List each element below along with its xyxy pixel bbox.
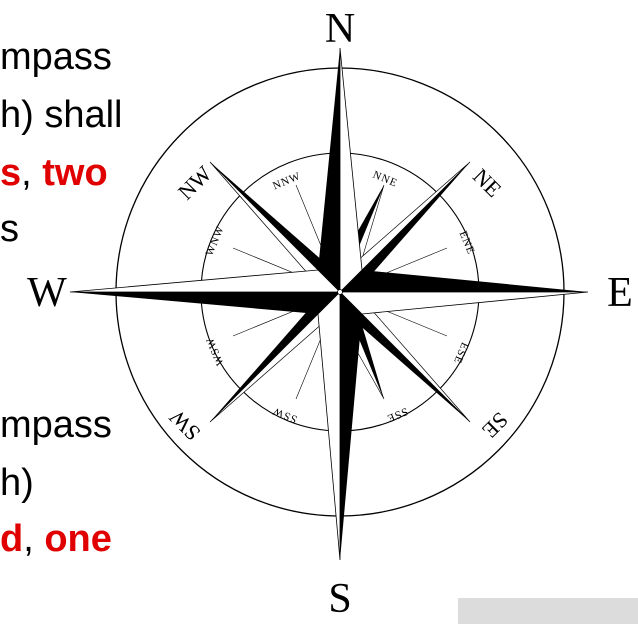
text-line-4: s (0, 208, 19, 250)
label-se: SE (477, 407, 513, 443)
label-south: S (328, 576, 351, 622)
text-line-5: mpass (0, 404, 112, 446)
cardinal-points (69, 47, 589, 561)
intercardinal-points (209, 161, 471, 423)
emphasis-word: d (0, 518, 24, 560)
text-line-6: h) (0, 462, 34, 504)
label-nw: NW (173, 161, 217, 205)
center-pin (337, 289, 343, 295)
emphasis-word: s (0, 152, 22, 194)
emphasis-word: two (42, 152, 108, 194)
label-west: W (27, 270, 67, 316)
text-line-7: d, one (0, 518, 112, 560)
text-line-2: h) shall (0, 94, 123, 136)
label-ssw: SSW (271, 404, 299, 425)
label-sse: SSE (385, 405, 410, 424)
label-ese: ESE (451, 340, 471, 365)
emphasis-word: one (44, 518, 112, 560)
text-line-1: mpass (0, 36, 112, 78)
label-north: N (325, 6, 355, 52)
label-wsw: WSW (204, 335, 227, 367)
watermark-bar (458, 598, 638, 624)
text-line-3: s, two (0, 152, 108, 194)
label-sw: SW (164, 405, 205, 446)
label-nne: NNE (371, 169, 399, 190)
label-ene: ENE (457, 229, 477, 256)
label-wnw: WNW (204, 224, 227, 258)
label-east: E (607, 270, 633, 316)
label-ne: NE (468, 163, 506, 201)
